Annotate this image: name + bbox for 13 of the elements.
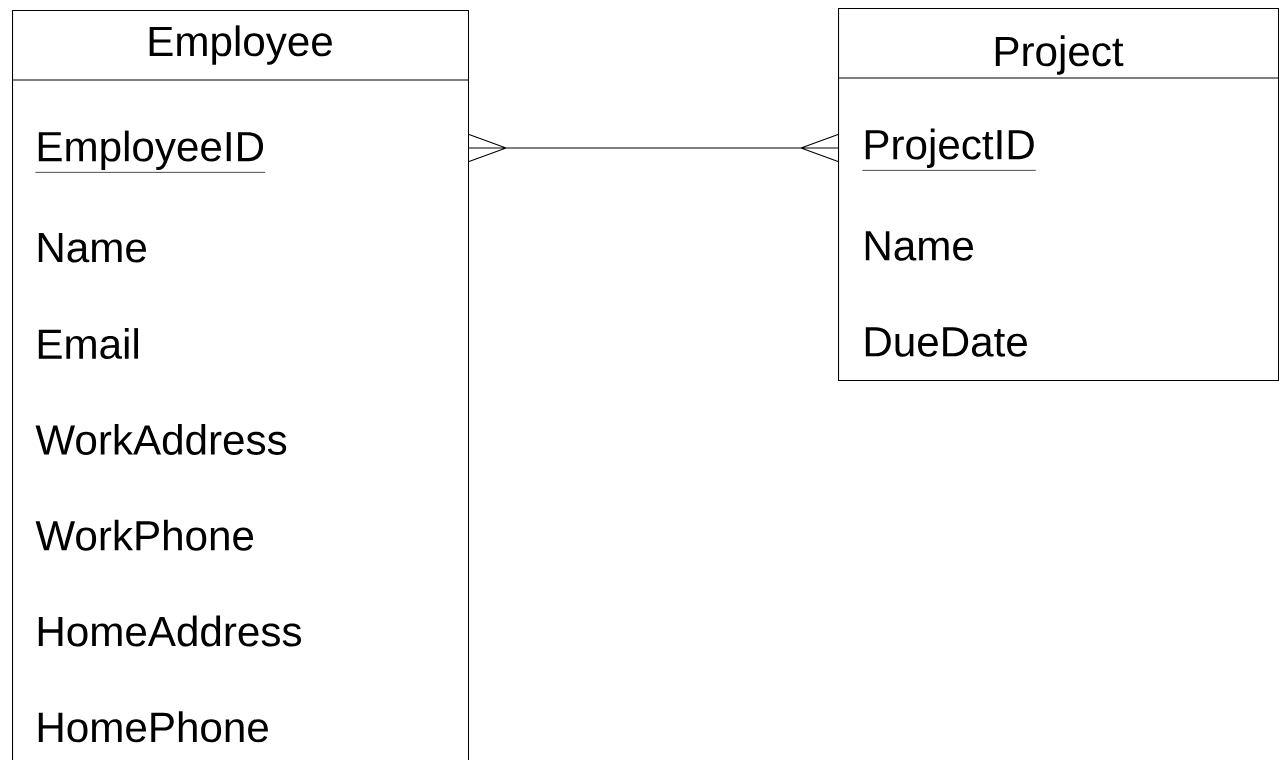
attribute-text: WorkAddress: [35, 423, 287, 455]
attribute-text: Name: [865, 231, 973, 261]
attribute-text: HomeAddress: [38, 615, 301, 647]
attribute-text: WorkPhone: [35, 519, 254, 551]
attribute-text: DueDate: [865, 327, 1027, 357]
key-attribute: ProjectID: [862, 128, 1037, 171]
entity-name: Project: [995, 35, 1124, 75]
attribute-text: Name: [38, 233, 146, 263]
relationship-line: [468, 134, 839, 163]
attribute-text: HomePhone: [38, 711, 268, 743]
entity-name: Employee: [149, 25, 332, 65]
attribute-text: Email: [38, 328, 138, 360]
key-attribute: EmployeeID: [35, 130, 266, 173]
